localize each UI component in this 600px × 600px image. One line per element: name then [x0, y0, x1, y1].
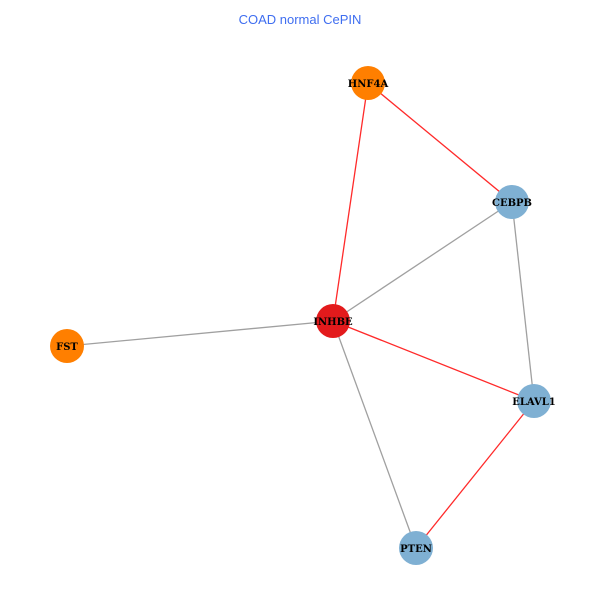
node-INHBE: [316, 304, 350, 338]
node-label: FST: [56, 342, 78, 353]
node-label: CEBPB: [492, 198, 532, 209]
edge-INHBE-PTEN: [332, 320, 417, 549]
edge-ELAVL1-PTEN: [415, 400, 535, 549]
edge-FST-INHBE: [66, 320, 334, 347]
node-FST: [50, 329, 84, 363]
node-label: INHBE: [313, 317, 353, 328]
edge-HNF4A-CEBPB: [367, 82, 513, 203]
diagram-title: COAD normal CePIN: [238, 12, 362, 27]
node-HNF4A: [351, 66, 385, 100]
node-label: PTEN: [400, 544, 432, 555]
edge-INHBE-ELAVL1: [332, 320, 535, 402]
node-CEBPB: [495, 185, 529, 219]
edge-CEBPB-ELAVL1: [511, 201, 535, 402]
node-label: HNF4A: [348, 79, 389, 90]
edge-HNF4A-INHBE: [332, 82, 369, 322]
node-PTEN: [399, 531, 433, 565]
node-label: ELAVL1: [512, 397, 555, 408]
node-ELAVL1: [517, 384, 551, 418]
edge-CEBPB-INHBE: [332, 201, 513, 322]
